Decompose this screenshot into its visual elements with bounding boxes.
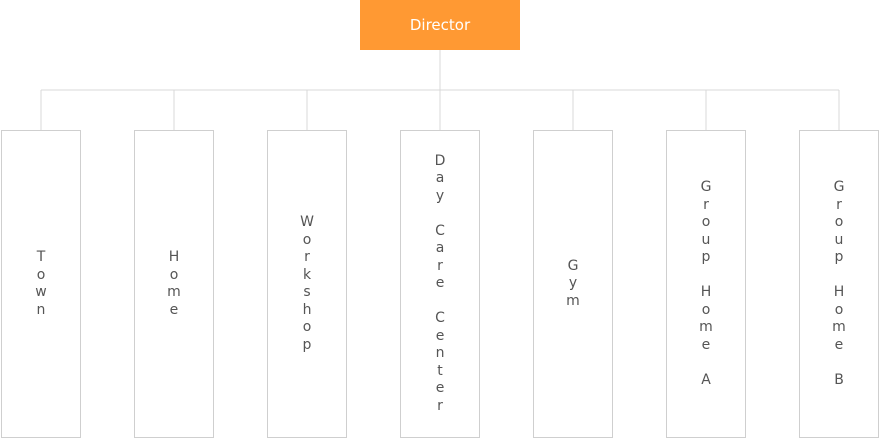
director-box: Director — [360, 0, 520, 50]
director-label: Director — [409, 16, 471, 34]
